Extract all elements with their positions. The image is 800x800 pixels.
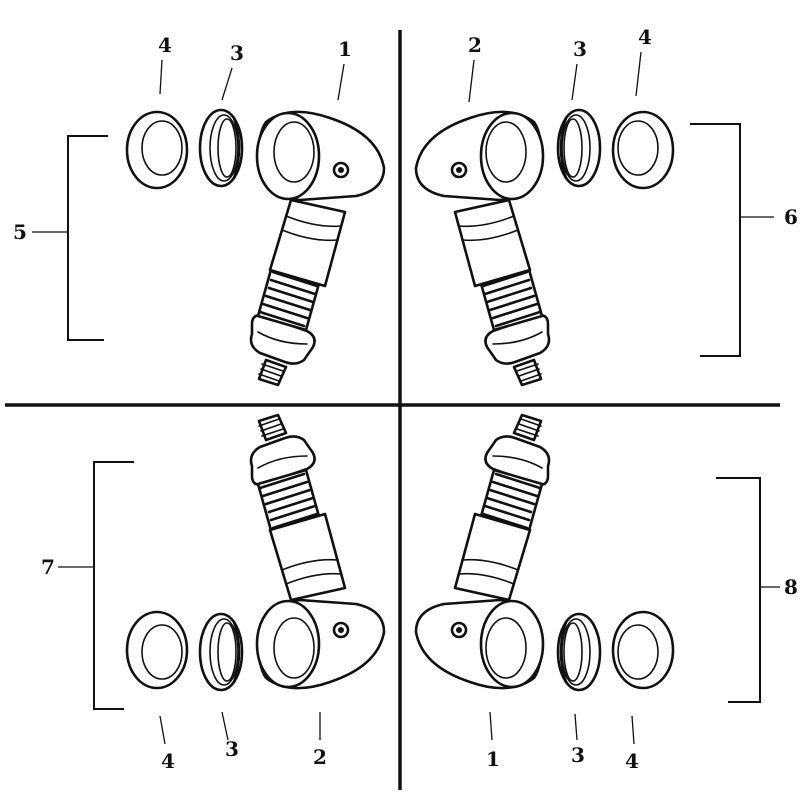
- callout-label: 7: [41, 555, 55, 579]
- callout-label: 2: [468, 33, 482, 57]
- callouts-top-right: 2 3 4 6: [468, 25, 798, 357]
- callouts-bottom-left: 7 4 3 2: [41, 461, 327, 773]
- callout-label: 8: [784, 575, 798, 599]
- assembly-top-left: [125, 108, 386, 387]
- callout-label: 3: [230, 41, 244, 65]
- callouts-bottom-right: 8 1 3 4: [486, 477, 798, 773]
- assembly-bottom-right: [414, 413, 675, 692]
- callout-label: 1: [338, 37, 352, 61]
- callout-label: 3: [571, 743, 585, 767]
- callout-label: 4: [625, 749, 639, 773]
- callouts-top-left: 4 3 1 5: [13, 33, 352, 341]
- assembly-bottom-left: [125, 413, 386, 692]
- callout-label: 5: [13, 220, 27, 244]
- callout-label: 1: [486, 747, 500, 771]
- callout-label: 4: [158, 33, 172, 57]
- callout-label: 3: [225, 737, 239, 761]
- assembly-top-right: [414, 108, 675, 387]
- callout-label: 2: [313, 745, 327, 769]
- callout-label: 4: [161, 749, 175, 773]
- callout-label: 3: [573, 37, 587, 61]
- callout-label: 4: [638, 25, 652, 49]
- callout-label: 6: [784, 205, 798, 229]
